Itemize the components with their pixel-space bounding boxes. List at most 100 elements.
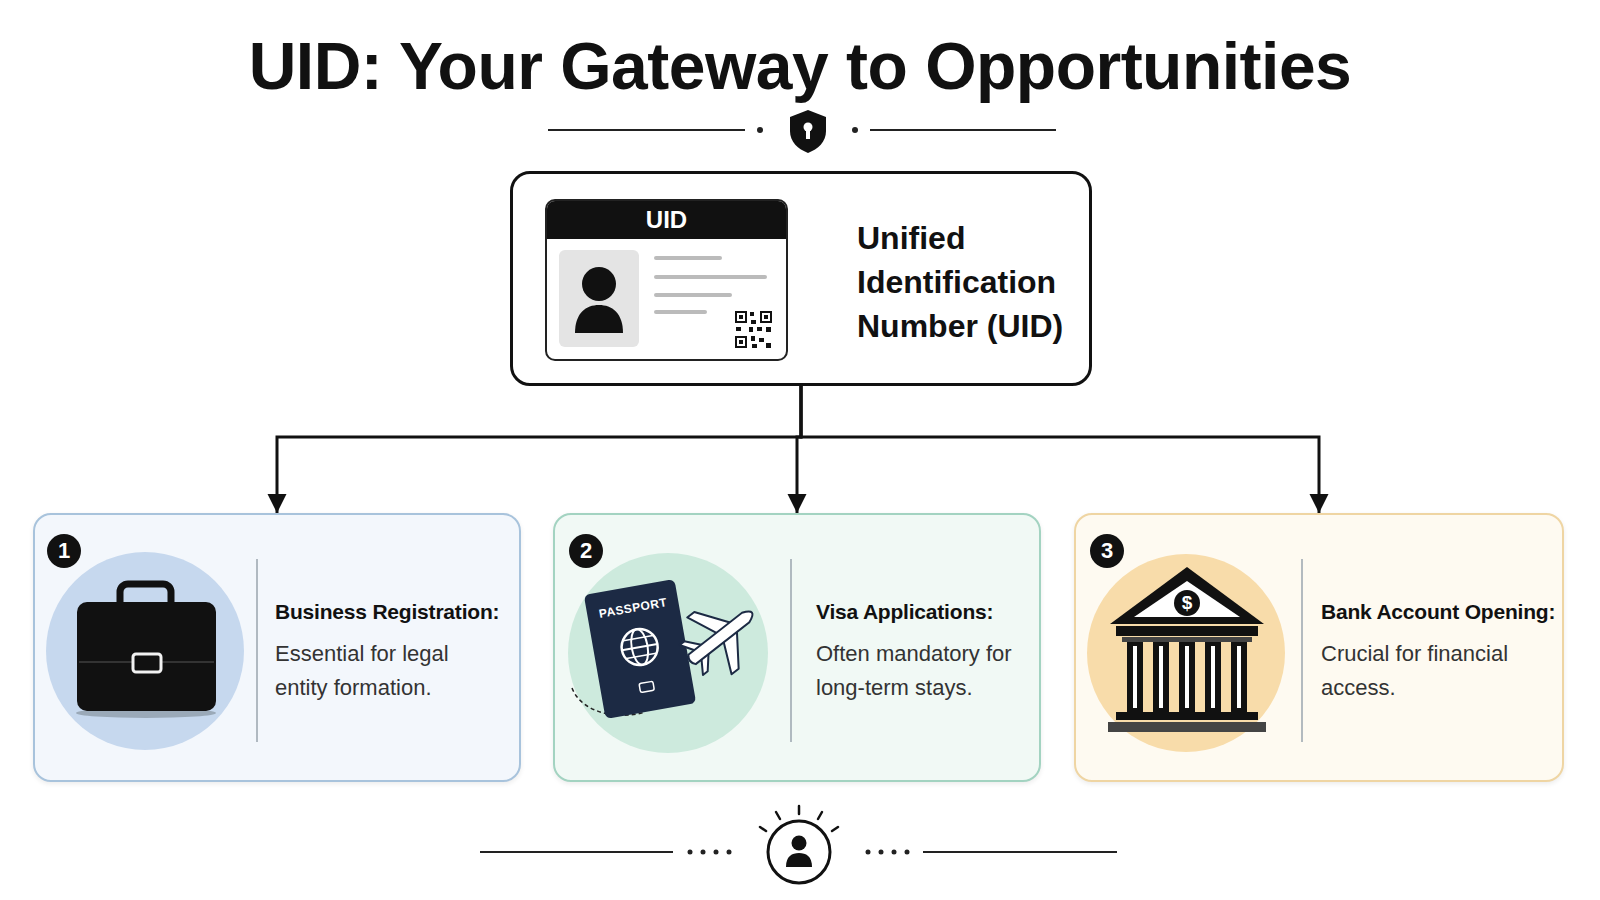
text-line xyxy=(656,310,705,314)
bank-column xyxy=(1179,642,1195,712)
briefcase-handle xyxy=(120,584,171,610)
ornament-dot xyxy=(852,127,858,133)
use-case-box: 2Visa Applications: Often mandatory for l… xyxy=(553,513,1041,782)
column-flute xyxy=(1237,646,1241,708)
box-body: Crucial for financial access. xyxy=(1321,637,1549,705)
qr-cell xyxy=(739,315,743,319)
ornament-dot xyxy=(879,850,884,855)
globe xyxy=(629,628,651,666)
use-case-box: 3Bank Account Opening: Crucial for financ… xyxy=(1074,513,1564,782)
ornament-dot xyxy=(905,850,910,855)
briefcase-body xyxy=(77,602,216,711)
airplane-wing xyxy=(687,598,731,642)
callout-number: 1 xyxy=(47,534,81,568)
bank-column xyxy=(1231,642,1247,712)
qr-cell xyxy=(766,343,771,348)
ornament-dot xyxy=(892,850,897,855)
ornament-dot xyxy=(714,850,719,855)
icon-circle xyxy=(568,553,768,753)
bank-step xyxy=(1116,712,1258,720)
callout-number: 3 xyxy=(1090,534,1124,568)
connector-arrow xyxy=(797,386,801,513)
ornament-dot xyxy=(701,850,706,855)
qr-cell xyxy=(752,344,757,348)
flight-path xyxy=(572,688,645,715)
passport-cover xyxy=(584,579,696,719)
qr-cell xyxy=(736,327,741,331)
qr-finder xyxy=(736,312,746,322)
qr-code xyxy=(736,312,771,348)
globe xyxy=(626,653,656,658)
badge-ray xyxy=(776,812,780,819)
airplane-wing xyxy=(712,631,756,675)
person-head xyxy=(582,267,616,301)
qr-cell xyxy=(750,312,754,316)
bank-step xyxy=(1108,722,1266,732)
globe xyxy=(619,626,661,668)
qr-cell xyxy=(751,320,756,324)
qr-cell xyxy=(764,315,768,319)
qr-finder xyxy=(761,312,771,322)
connector-arrow xyxy=(277,386,801,513)
text-line xyxy=(656,275,765,279)
qr-finder xyxy=(736,337,746,347)
ornament-dot xyxy=(757,127,763,133)
bank-beam xyxy=(1116,626,1258,636)
box-heading: Bank Account Opening: xyxy=(1321,599,1555,625)
briefcase-seam xyxy=(79,661,214,663)
bank-pediment xyxy=(1134,581,1240,617)
text-line xyxy=(656,256,720,260)
callout-number: 2 xyxy=(569,534,603,568)
briefcase-clasp xyxy=(133,654,161,672)
box-heading: Business Registration: xyxy=(275,599,499,625)
ornament-dot xyxy=(866,850,871,855)
column-flute xyxy=(1133,646,1137,708)
ornament-dot xyxy=(688,850,693,855)
coin-badge xyxy=(1174,590,1200,616)
person-body xyxy=(575,305,623,333)
passport-icon xyxy=(584,579,696,719)
box-body: Essential for legal entity formation. xyxy=(275,637,503,705)
column-flute xyxy=(1211,646,1215,708)
qr-cell xyxy=(757,327,762,331)
card-header: UID xyxy=(547,201,786,239)
icon-circle xyxy=(46,552,244,750)
id-box: Unified Identification Number (UID)UID xyxy=(510,171,1092,386)
ornament-line xyxy=(923,851,1117,853)
bank-roof xyxy=(1110,567,1264,624)
user-badge xyxy=(768,821,830,883)
ornament-dot xyxy=(727,850,732,855)
keyhole xyxy=(804,123,813,132)
chip-mark xyxy=(639,681,654,692)
globe xyxy=(623,636,653,641)
photo-area xyxy=(559,250,639,347)
shield-icon xyxy=(790,110,826,153)
icon-circle xyxy=(1087,554,1285,752)
airplane-tail xyxy=(694,653,717,675)
person-head xyxy=(792,836,807,851)
box-body: Often mandatory for long-term stays. xyxy=(816,637,1044,705)
person-body xyxy=(786,853,812,867)
box-heading: Visa Applications: xyxy=(816,599,993,625)
bank-column xyxy=(1127,642,1143,712)
qr-cell xyxy=(739,340,743,344)
id-card: UID xyxy=(545,199,788,361)
ornament-line xyxy=(480,851,673,853)
divider-line xyxy=(790,559,792,742)
qr-cell xyxy=(749,327,753,332)
column-flute xyxy=(1185,646,1189,708)
airplane-tail xyxy=(680,634,703,656)
airplane-icon xyxy=(668,584,774,689)
shadow xyxy=(76,708,216,718)
connector-arrow xyxy=(801,386,1319,513)
badge-ray xyxy=(832,827,838,831)
ornament-line xyxy=(548,129,745,131)
use-case-box: 1Business Registration: Essential for leg… xyxy=(33,513,521,782)
bank-column xyxy=(1205,642,1221,712)
badge-ray xyxy=(760,827,766,831)
airplane-body xyxy=(686,608,755,666)
bank-capital xyxy=(1122,637,1252,642)
keyhole xyxy=(806,129,810,139)
badge-ray xyxy=(798,806,801,814)
